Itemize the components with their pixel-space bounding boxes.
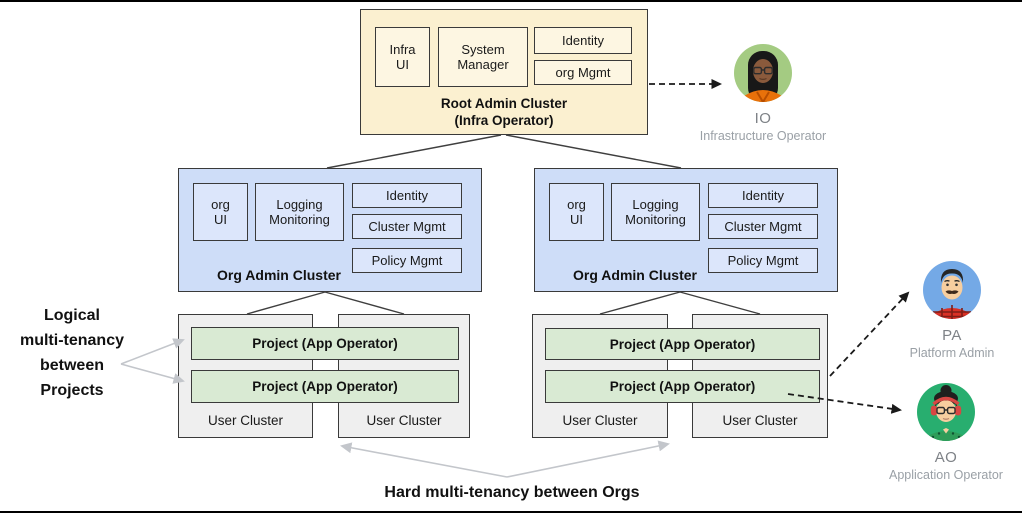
component-infra-ui: Infra UI: [375, 27, 430, 87]
persona-platform-admin: PA Platform Admin: [887, 261, 1017, 360]
project-bar: Project (App Operator): [545, 328, 820, 360]
component-logging-monitoring: Logging Monitoring: [255, 183, 344, 241]
component-system-manager: System Manager: [438, 27, 528, 87]
user-cluster-label: User Cluster: [562, 413, 638, 428]
root-cluster-title: Root Admin Cluster (Infra Operator): [361, 96, 647, 130]
component-logging-monitoring: Logging Monitoring: [611, 183, 700, 241]
component-org-ui: org UI: [193, 183, 248, 241]
persona-role: Platform Admin: [909, 346, 995, 360]
org-cluster-title: Org Admin Cluster: [573, 267, 697, 283]
project-bar: Project (App Operator): [545, 370, 820, 403]
component-cluster-mgmt: Cluster Mgmt: [352, 214, 462, 239]
user-cluster-label: User Cluster: [366, 413, 442, 428]
org-admin-cluster-right: org UI Logging Monitoring Identity Clust…: [534, 168, 838, 292]
component-org-mgmt: org Mgmt: [534, 60, 632, 85]
root-admin-cluster: Infra UI System Manager Identity org Mgm…: [360, 9, 648, 135]
component-policy-mgmt: Policy Mgmt: [708, 248, 818, 273]
component-policy-mgmt: Policy Mgmt: [352, 248, 462, 273]
component-identity: Identity: [534, 27, 632, 54]
org-cluster-title: Org Admin Cluster: [217, 267, 341, 283]
project-bar: Project (App Operator): [191, 370, 459, 403]
persona-role: Application Operator: [889, 468, 1003, 482]
project-bar: Project (App Operator): [191, 327, 459, 360]
component-identity: Identity: [708, 183, 818, 208]
bottom-border-bar: [0, 511, 1022, 513]
root-cluster-title-line1: Root Admin Cluster: [440, 96, 568, 111]
persona-infrastructure-operator: IO Infrastructure Operator: [698, 44, 828, 143]
io-avatar-icon: [734, 44, 792, 102]
persona-abbr: PA: [942, 327, 962, 344]
user-cluster-group-right: User Cluster User Cluster Project (App O…: [532, 314, 828, 438]
component-identity: Identity: [352, 183, 462, 208]
persona-role: Infrastructure Operator: [699, 129, 827, 143]
persona-abbr: AO: [934, 449, 958, 466]
user-cluster-group-left: User Cluster User Cluster Project (App O…: [178, 314, 470, 438]
hard-multitenancy-label: Hard multi-tenancy between Orgs: [384, 484, 640, 501]
logical-multitenancy-label: Logical multi-tenancy between Projects: [19, 307, 124, 399]
persona-application-operator: AO Application Operator: [881, 383, 1011, 482]
persona-abbr: IO: [754, 110, 772, 127]
pa-avatar-icon: [923, 261, 981, 319]
user-cluster-label: User Cluster: [207, 413, 283, 428]
component-cluster-mgmt: Cluster Mgmt: [708, 214, 818, 239]
user-cluster-label: User Cluster: [722, 413, 798, 428]
org-admin-cluster-left: org UI Logging Monitoring Identity Clust…: [178, 168, 482, 292]
top-border-bar: [0, 0, 1022, 2]
ao-avatar-icon: [917, 383, 975, 441]
root-cluster-title-line2: (Infra Operator): [454, 112, 554, 128]
component-org-ui: org UI: [549, 183, 604, 241]
